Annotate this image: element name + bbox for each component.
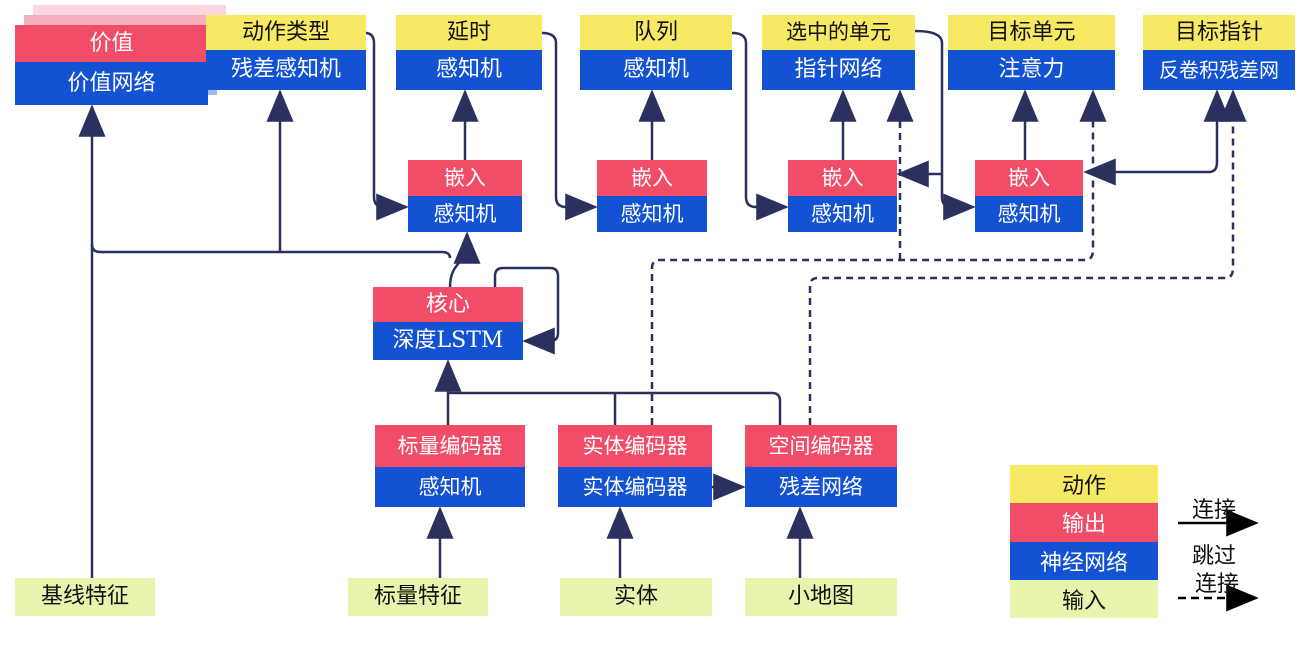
emb4-net-label: 感知机 <box>975 196 1083 232</box>
node-action-type: 动作类型 残差感知机 <box>206 15 366 90</box>
target-unit-label: 目标单元 <box>948 15 1115 50</box>
action-type-label: 动作类型 <box>206 15 366 50</box>
legend-input: 输入 <box>1010 579 1158 618</box>
scalar-encoder-net-label: 感知机 <box>375 467 525 507</box>
arrow-core-self-loop <box>493 266 560 355</box>
emb4-label: 嵌入 <box>975 160 1083 196</box>
node-selected-units: 选中的单元 指针网络 <box>762 15 915 90</box>
node-value: 价值 价值网络 <box>15 25 208 105</box>
legend-network: 神经网络 <box>1010 541 1158 580</box>
delay-net-label: 感知机 <box>396 50 542 90</box>
node-delay: 延时 感知机 <box>396 15 542 90</box>
node-emb1: 嵌入 感知机 <box>408 160 522 232</box>
node-queue: 队列 感知机 <box>580 15 732 90</box>
arrow-selected-to-emb4 <box>914 29 976 221</box>
core-net-label: 深度LSTM <box>373 322 523 360</box>
arrow-emb4-targetpoint <box>1083 89 1231 186</box>
target-point-net-label: 反卷积残差网 <box>1143 50 1295 90</box>
node-entity-encoder: 实体编码器 实体编码器 <box>558 425 712 507</box>
node-input-minimap: 小地图 <box>745 578 897 616</box>
skip-spatial-to-deconv <box>808 89 1247 425</box>
arrow-core-to-emb1 <box>448 231 481 288</box>
node-target-point: 目标指针 反卷积残差网 <box>1143 15 1295 90</box>
selected-units-label: 选中的单元 <box>762 15 915 50</box>
spatial-encoder-label: 空间编码器 <box>745 425 897 467</box>
line-core-left-branch <box>90 243 452 259</box>
legend-connection-label: 连接 <box>1192 498 1237 523</box>
node-input-scalar: 标量特征 <box>348 578 488 616</box>
emb1-net-label: 感知机 <box>408 196 522 232</box>
arrow-actiontype-to-emb1 <box>364 31 409 221</box>
arrow-delay-to-emb2 <box>541 31 598 221</box>
entity-encoder-net-label: 实体编码器 <box>558 467 712 507</box>
scalar-encoder-label: 标量编码器 <box>375 425 525 467</box>
legend-skip-label-line1: 跳过 <box>1192 544 1237 569</box>
value-network-label: 价值网络 <box>15 62 208 105</box>
emb3-label: 嵌入 <box>788 160 897 196</box>
scalar-input-label: 标量特征 <box>348 578 488 616</box>
legend-output: 输出 <box>1010 503 1158 542</box>
node-scalar-encoder: 标量编码器 感知机 <box>375 425 525 507</box>
queue-label: 队列 <box>580 15 732 50</box>
core-label: 核心 <box>373 287 523 322</box>
target-unit-net-label: 注意力 <box>948 50 1115 90</box>
legend-color-key: 动作 输出 神经网络 输入 <box>1010 465 1158 618</box>
node-emb4: 嵌入 感知机 <box>975 160 1083 232</box>
minimap-input-label: 小地图 <box>745 578 897 616</box>
legend-skip-label-line2: 连接 <box>1195 572 1240 597</box>
baseline-input-label: 基线特征 <box>15 578 155 616</box>
node-spatial-encoder: 空间编码器 残差网络 <box>745 425 897 507</box>
node-emb3: 嵌入 感知机 <box>788 160 897 232</box>
emb2-label: 嵌入 <box>597 160 707 196</box>
entity-encoder-label: 实体编码器 <box>558 425 712 467</box>
node-input-entity: 实体 <box>560 578 712 616</box>
spatial-encoder-net-label: 残差网络 <box>745 467 897 507</box>
node-input-baseline: 基线特征 <box>15 578 155 616</box>
selected-units-net-label: 指针网络 <box>762 50 915 90</box>
delay-label: 延时 <box>396 15 542 50</box>
value-output-label: 价值 <box>15 25 208 62</box>
action-type-net-label: 残差感知机 <box>206 50 366 90</box>
emb3-net-label: 感知机 <box>788 196 897 232</box>
node-core: 核心 深度LSTM <box>373 287 523 360</box>
emb1-label: 嵌入 <box>408 160 522 196</box>
arrow-queue-to-emb3 <box>731 31 789 221</box>
skip-entity-to-attention <box>650 89 1107 425</box>
emb2-net-label: 感知机 <box>597 196 707 232</box>
node-target-unit: 目标单元 注意力 <box>948 15 1115 90</box>
line-encoder-merge <box>448 391 782 425</box>
node-emb2: 嵌入 感知机 <box>597 160 707 232</box>
entity-input-label: 实体 <box>560 578 712 616</box>
legend-action: 动作 <box>1010 465 1158 504</box>
target-point-label: 目标指针 <box>1143 15 1295 50</box>
queue-net-label: 感知机 <box>580 50 732 90</box>
